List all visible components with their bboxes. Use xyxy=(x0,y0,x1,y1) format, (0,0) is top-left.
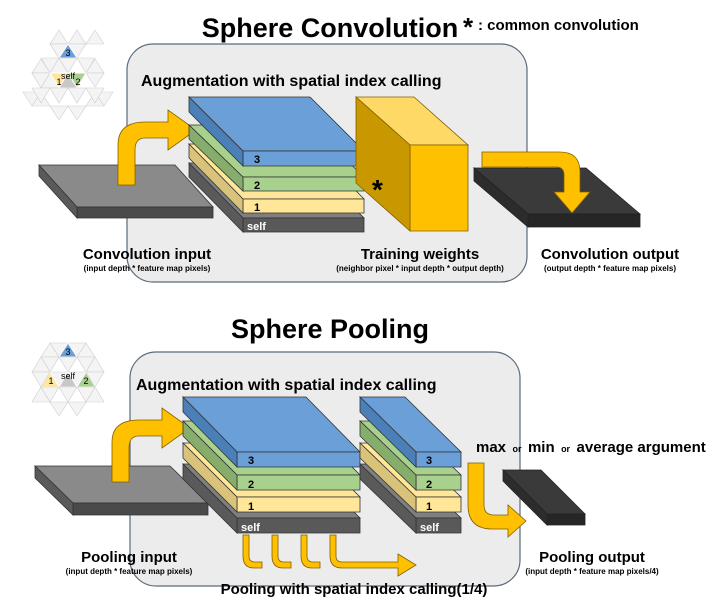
pooling-hexagon-legend: 3 1 self 2 xyxy=(31,342,105,417)
weights-star: * xyxy=(372,174,383,205)
pooling-augmentation-label: Augmentation with spatial index calling xyxy=(136,377,436,394)
conv-layer-2: 2 xyxy=(254,180,260,192)
convolution-input-plate xyxy=(38,163,214,220)
pooling-input-subtitle: (input depth * feature map pixels) xyxy=(66,567,193,576)
training-weights-cube: * xyxy=(354,96,470,232)
convolution-output-arrow xyxy=(481,151,591,214)
svg-text:2: 2 xyxy=(83,376,88,386)
pooled-layer-2: 2 xyxy=(426,479,432,491)
pooling-output-plate xyxy=(502,469,586,526)
convolution-input-subtitle: (input depth * feature map pixels) xyxy=(84,264,211,273)
svg-text:self: self xyxy=(61,71,76,81)
svg-text:2: 2 xyxy=(75,77,80,87)
pool-layer-2: 2 xyxy=(248,479,254,491)
training-weights-subtitle: (neighbor pixel * input depth * output d… xyxy=(336,264,504,273)
conv-layer-3: 3 xyxy=(254,154,260,166)
svg-text:1: 1 xyxy=(56,77,61,87)
convolution-output-subtitle: (output depth * feature map pixels) xyxy=(544,264,676,273)
svg-text:3: 3 xyxy=(65,347,70,357)
pooled-feature-stack: self 1 2 3 xyxy=(359,396,462,534)
training-weights-title: Training weights xyxy=(361,246,479,263)
pooling-argument-label: max or min or average argument xyxy=(476,439,706,456)
pooling-title: Sphere Pooling xyxy=(231,314,429,344)
pooling-output-title: Pooling output xyxy=(539,549,645,566)
augmentation-arrow xyxy=(117,109,197,186)
pooled-layer-self: self xyxy=(420,522,439,534)
pooling-input-plate xyxy=(34,465,209,516)
common-convolution-star: * xyxy=(463,12,474,42)
pool-layer-1: 1 xyxy=(248,501,254,513)
convolution-title: Sphere Convolution xyxy=(202,13,459,43)
pool-layer-self: self xyxy=(241,522,260,534)
pooling-feature-stack: self 1 2 3 xyxy=(182,396,361,534)
pooling-index-arrows xyxy=(242,534,417,577)
pooled-layer-1: 1 xyxy=(426,501,432,513)
pooled-layer-3: 3 xyxy=(426,455,432,467)
convolution-output-plate xyxy=(472,167,642,228)
pooling-output-subtitle: (input depth * feature map pixels/4) xyxy=(525,567,659,576)
pooling-input-title: Pooling input xyxy=(81,549,177,566)
convolution-input-title: Convolution input xyxy=(83,246,211,263)
pooling-augmentation-arrow xyxy=(111,407,191,483)
conv-layer-self: self xyxy=(247,221,266,233)
pooling-index-label: Pooling with spatial index calling(1/4) xyxy=(221,581,488,598)
common-convolution-note: : common convolution xyxy=(478,17,639,34)
svg-text:1: 1 xyxy=(48,376,53,386)
convolution-feature-stack: self 1 2 3 xyxy=(188,96,365,233)
conv-layer-1: 1 xyxy=(254,202,260,214)
svg-text:self: self xyxy=(61,371,76,381)
convolution-output-title: Convolution output xyxy=(541,246,679,263)
pooling-output-arrow xyxy=(467,462,527,538)
svg-text:3: 3 xyxy=(65,48,70,58)
neighbor-hexagon-legend: 3 1 self 2 xyxy=(22,29,114,121)
convolution-augmentation-label: Augmentation with spatial index calling xyxy=(141,73,441,90)
pool-layer-3: 3 xyxy=(248,455,254,467)
